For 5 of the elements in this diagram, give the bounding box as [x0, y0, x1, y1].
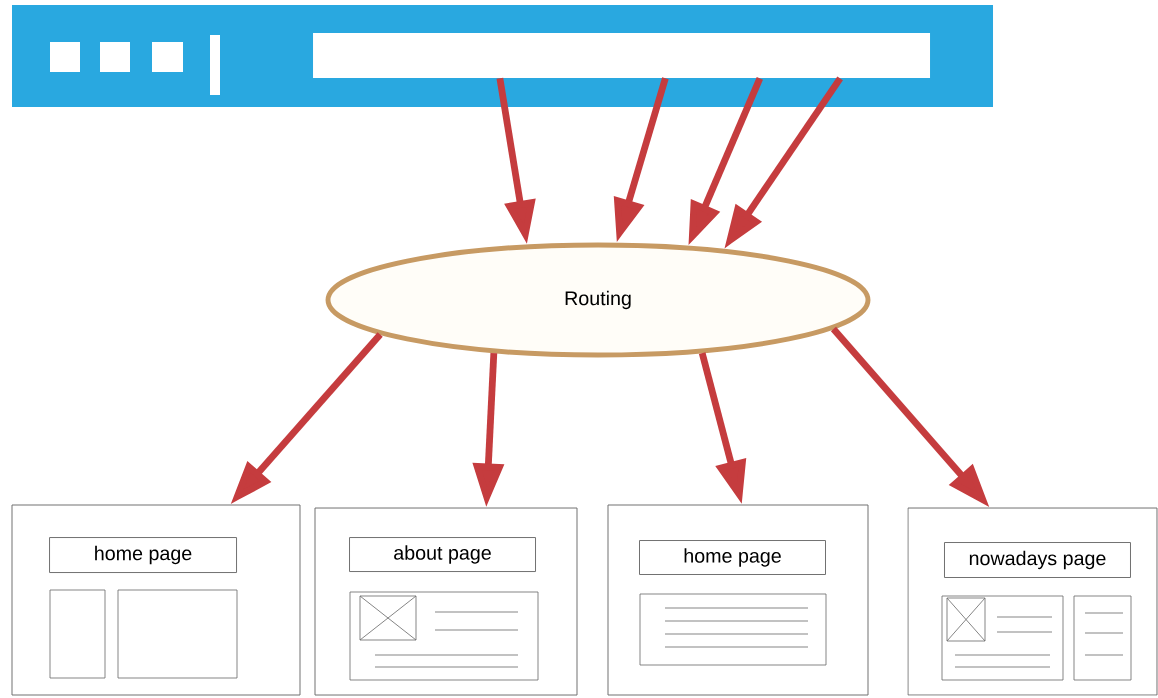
address-field — [313, 33, 931, 79]
title-box: home page — [49, 537, 237, 574]
title-box: nowadays page — [944, 542, 1131, 578]
title-box: about page — [349, 537, 536, 573]
title-box: home page — [639, 540, 826, 575]
